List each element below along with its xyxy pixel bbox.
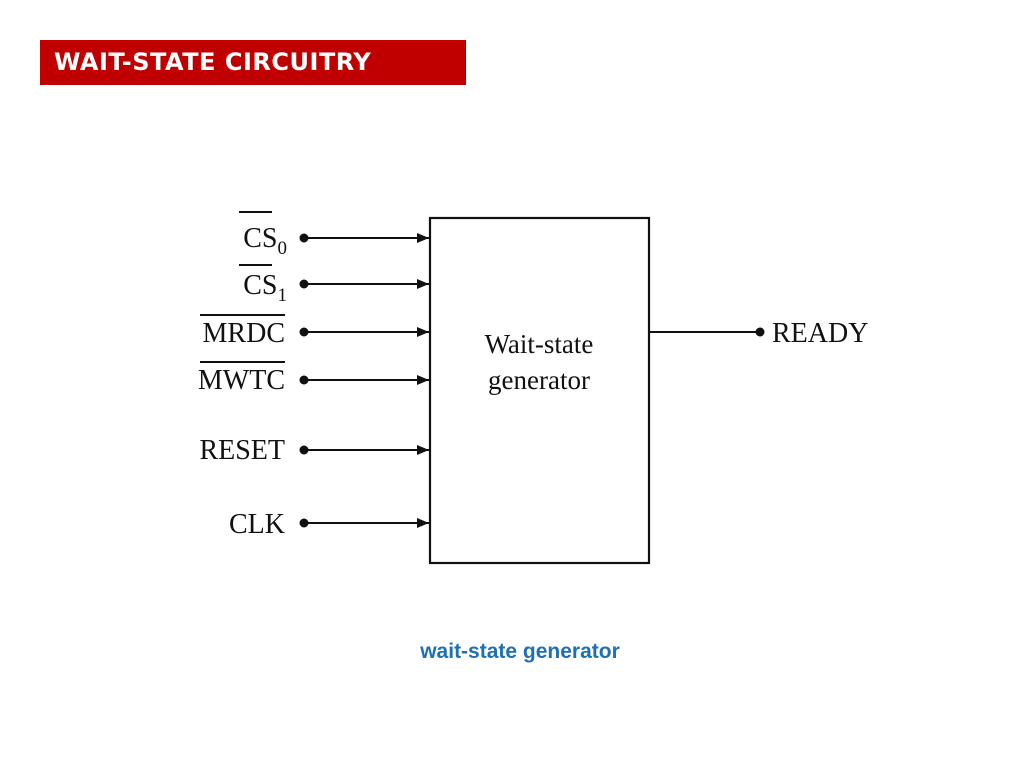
slide-title: WAIT-STATE CIRCUITRY <box>54 48 372 76</box>
output-label: READY <box>772 318 868 349</box>
input-label: CS1 <box>243 270 287 306</box>
title-banner: WAIT-STATE CIRCUITRY <box>40 40 466 85</box>
block-label-line2: generator <box>488 365 590 395</box>
diagram-caption: wait-state generator <box>420 640 620 663</box>
input-mwtc: MWTC <box>198 361 429 396</box>
input-clk: CLK <box>229 509 429 540</box>
block-label-line1: Wait-state <box>485 329 594 359</box>
input-label: CLK <box>229 509 285 540</box>
output-ready: READY <box>649 318 868 349</box>
output-terminal-dot <box>755 327 765 337</box>
input-label: MRDC <box>203 318 285 349</box>
wait-state-generator-block <box>428 216 651 565</box>
input-cs1: CS1 <box>239 264 429 306</box>
input-cs0: CS0 <box>239 211 429 259</box>
input-reset: RESET <box>199 435 429 466</box>
input-mrdc: MRDC <box>200 314 429 349</box>
input-label: RESET <box>199 435 285 466</box>
input-label-main: CS <box>243 270 277 301</box>
input-label: CS0 <box>243 223 287 259</box>
input-label-subscript: 1 <box>278 285 288 306</box>
input-label: MWTC <box>198 365 285 396</box>
input-label-subscript: 0 <box>278 238 288 259</box>
input-label-main: CS <box>243 223 277 254</box>
